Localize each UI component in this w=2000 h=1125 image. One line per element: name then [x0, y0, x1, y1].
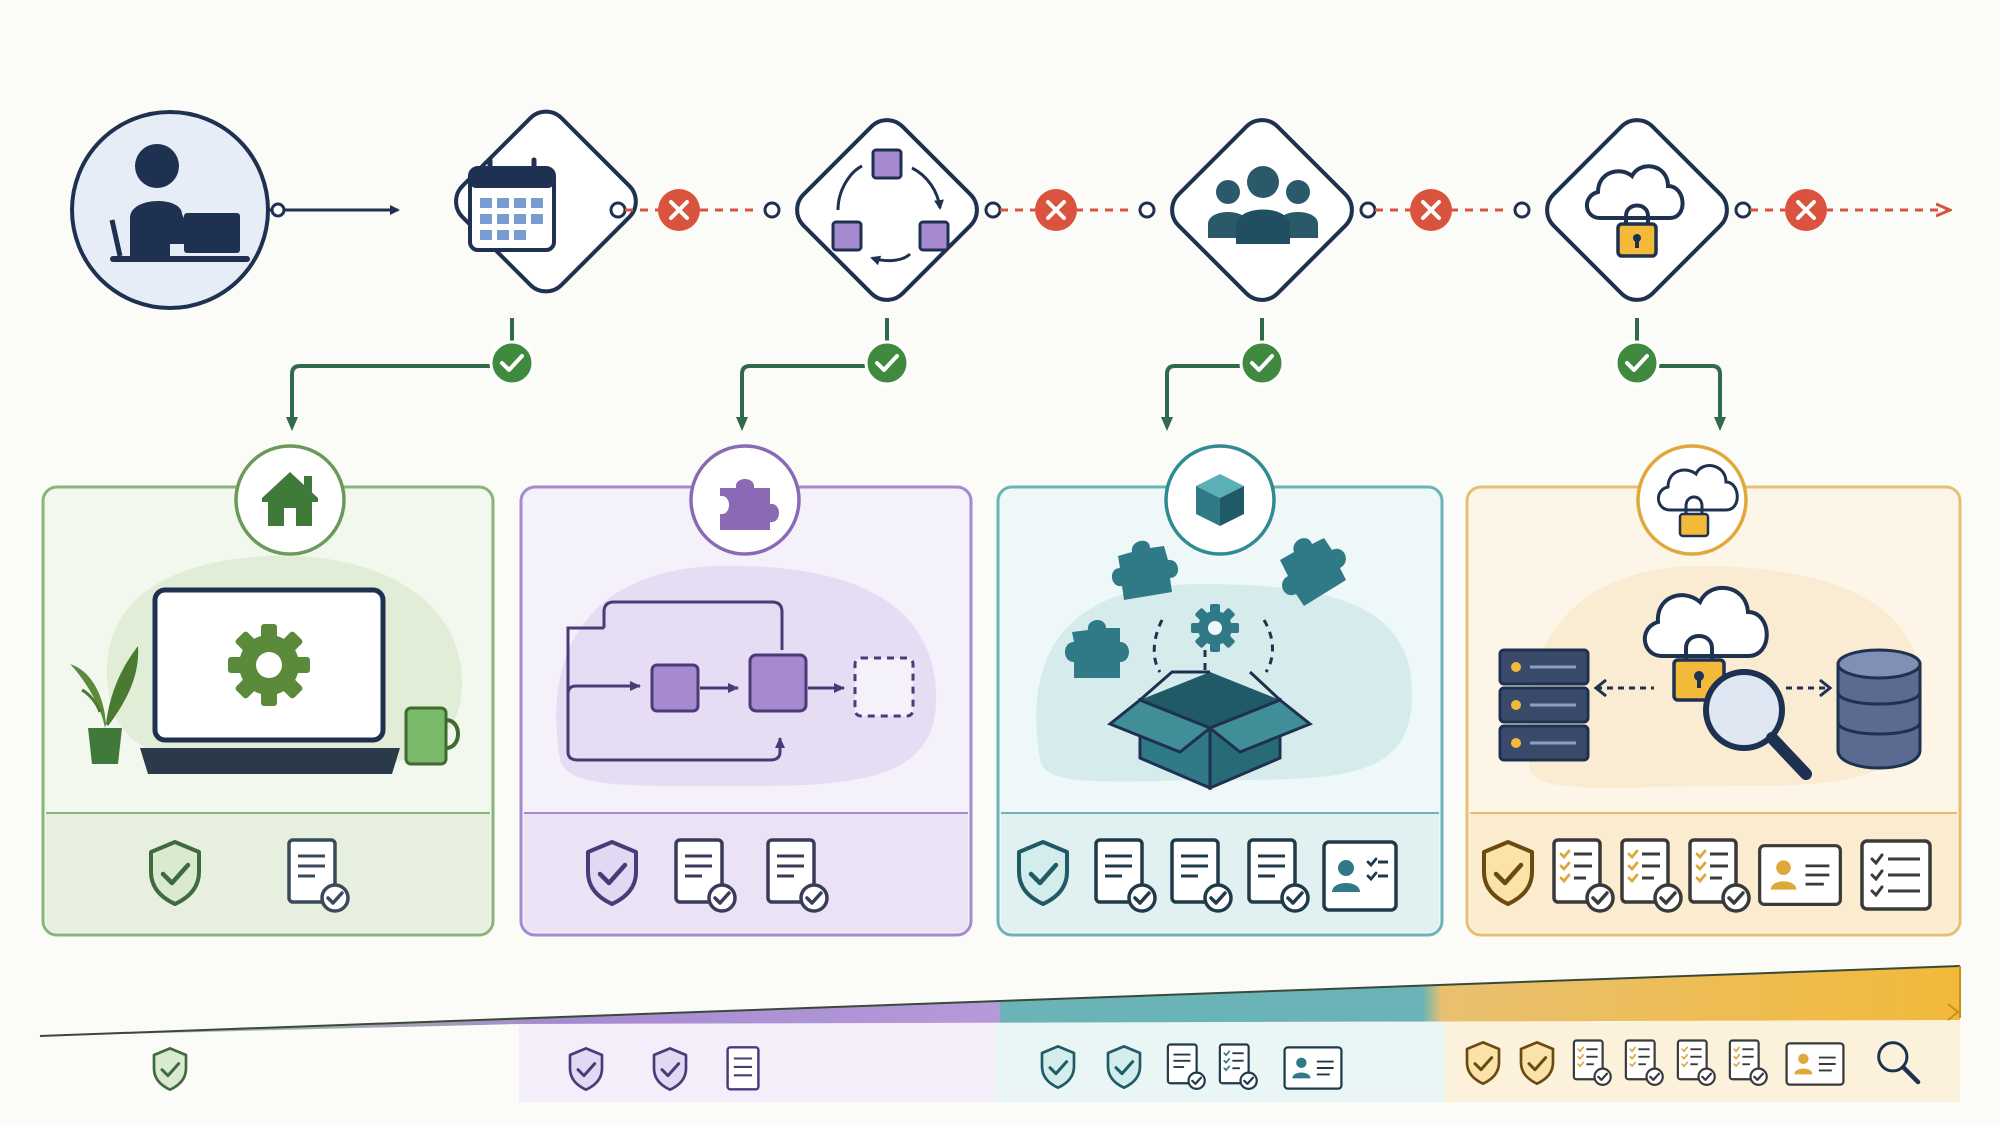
shield-check-icon: [654, 1048, 686, 1090]
ramp-edge: [39, 965, 1961, 1037]
x-icon: [1410, 189, 1452, 231]
fail-path-3: [1359, 189, 1531, 231]
badge: [689, 444, 801, 556]
step-3-node: [1170, 118, 1354, 302]
shield-check-icon: [1019, 842, 1067, 904]
cycle-squares-icon: [831, 148, 950, 266]
gear-icon: [1191, 604, 1239, 652]
database-icon: [1836, 648, 1922, 770]
cube-icon: [1196, 474, 1244, 526]
plant-icon: [70, 646, 139, 764]
fail-path-2: [984, 189, 1156, 231]
document-icon: [727, 1047, 759, 1090]
check-icon: [489, 340, 535, 386]
server-rack-icon: [1498, 648, 1590, 762]
success-path-4: [1614, 318, 1726, 431]
escalation-ramp: [39, 965, 1961, 1102]
check-icon: [1614, 340, 1660, 386]
cloud-lock-icon: [1657, 464, 1739, 538]
check-icon: [1239, 340, 1285, 386]
checklist-icon: [1862, 841, 1930, 909]
gear-icon: [228, 624, 310, 706]
magnifier-icon: [1703, 669, 1812, 780]
connector-port: [270, 202, 286, 218]
puzzle-piece-icon: [1065, 538, 1346, 678]
shield-check-icon: [1484, 842, 1532, 904]
shield-check-icon: [1467, 1042, 1499, 1084]
profile-card-icon: [1324, 842, 1396, 910]
id-card-icon: [1284, 1047, 1342, 1089]
team-icon: [1208, 166, 1318, 244]
laptop-gear-workspace: [70, 587, 460, 774]
open-box-puzzle-pieces: [1065, 538, 1346, 791]
badge: [1164, 444, 1276, 556]
stage-panel-1: [41, 444, 495, 937]
step-4-node: [1545, 118, 1729, 302]
success-path-1: [286, 318, 535, 431]
x-icon: [658, 189, 700, 231]
id-card-icon: [1759, 845, 1841, 905]
stage-panel-4: [1465, 444, 1962, 937]
cloud-lock-icon: [1585, 164, 1685, 258]
servers-cloud-database-search: [1498, 585, 1922, 780]
success-path-3: [1161, 318, 1285, 431]
shield-check-icon: [1108, 1046, 1140, 1088]
calendar-icon: [468, 157, 556, 252]
mug-icon: [404, 706, 460, 766]
id-card-icon: [1786, 1043, 1844, 1085]
user-at-laptop-icon: [109, 144, 250, 262]
badge: [1636, 444, 1748, 556]
x-icon: [1785, 189, 1827, 231]
check-icon: [864, 340, 910, 386]
shield-check-icon: [588, 842, 636, 904]
step-1-node: [454, 109, 638, 294]
shield-check-icon: [1042, 1046, 1074, 1088]
stage-panel-2: [519, 444, 973, 937]
flow-row: [70, 109, 1948, 431]
puzzle-icon: [720, 479, 779, 530]
fail-path-4: [1734, 189, 1948, 231]
x-icon: [1035, 189, 1077, 231]
ramp-segment-1: [154, 1048, 186, 1090]
actor-node: [70, 110, 270, 310]
fail-paths: [609, 189, 1948, 231]
success-paths: [286, 318, 1726, 431]
process-loop-boxes: [566, 600, 915, 762]
success-path-2: [736, 318, 910, 431]
step-2-node: [795, 118, 979, 302]
house-icon: [262, 472, 318, 526]
shield-check-icon: [151, 842, 199, 904]
shield-check-icon: [570, 1048, 602, 1090]
badge: [234, 444, 346, 556]
stage-panels: [41, 444, 1962, 937]
shield-check-icon: [154, 1048, 186, 1090]
shield-check-icon: [1521, 1042, 1553, 1084]
stage-panel-3: [996, 444, 1444, 937]
fail-path-1: [609, 189, 781, 231]
